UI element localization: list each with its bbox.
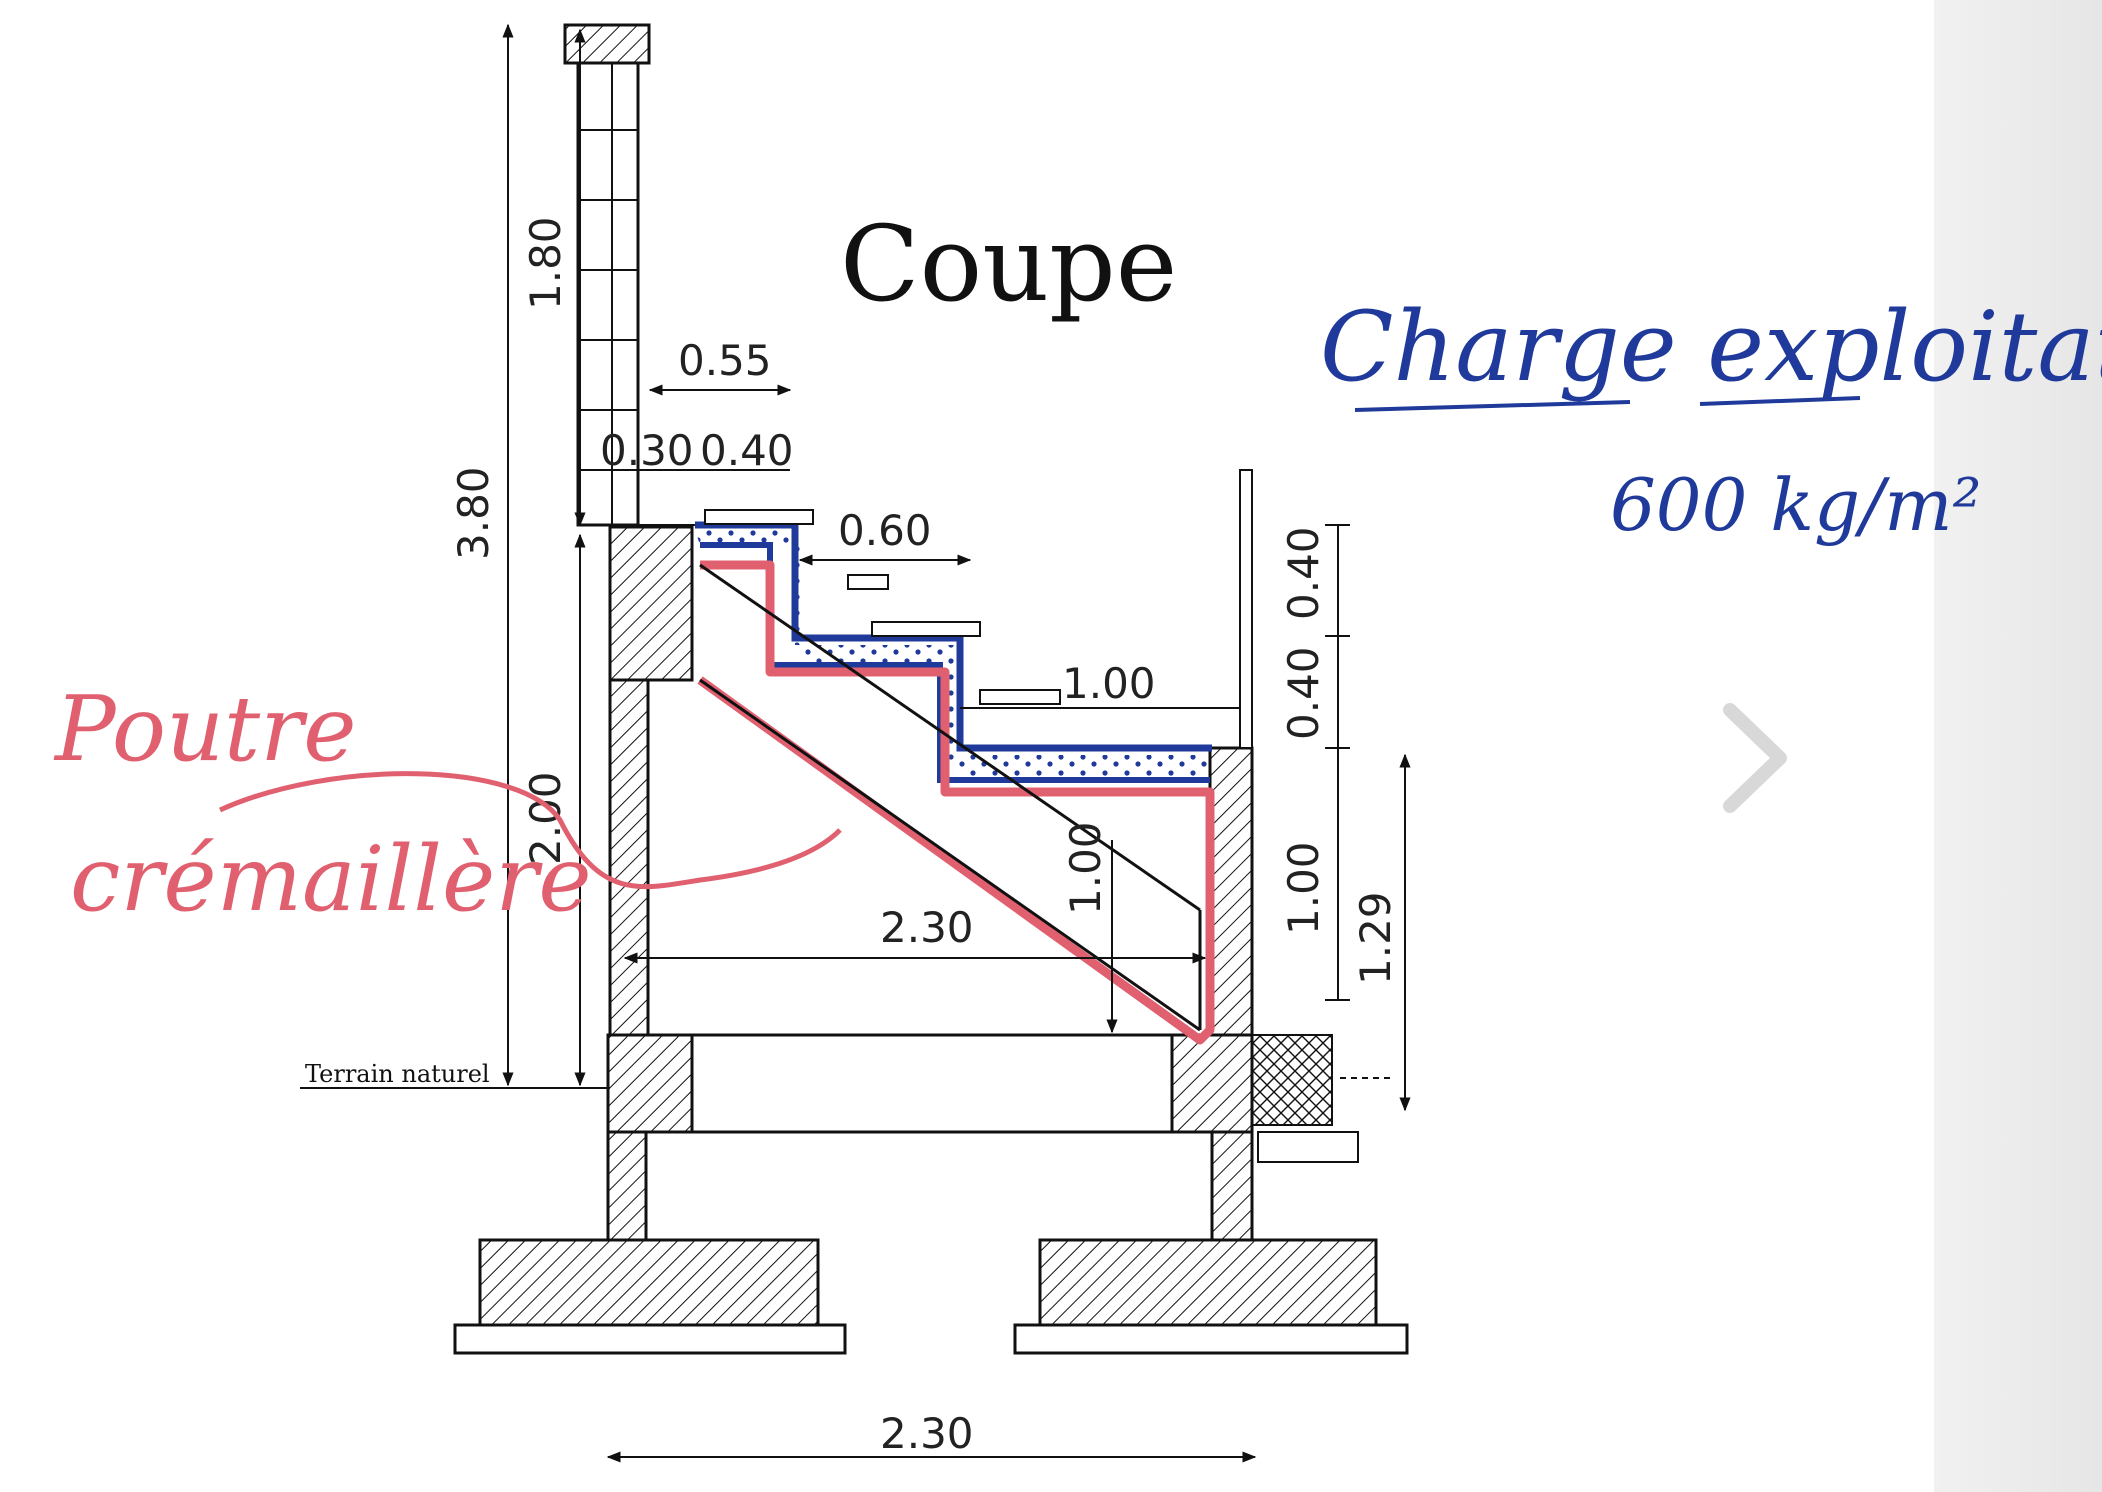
dim-055: 0.55	[648, 336, 792, 396]
drawing-title: Coupe	[840, 203, 1177, 325]
dim-060: 0.60	[798, 506, 972, 566]
dim-parapet: 1.80	[521, 28, 586, 527]
dim-230-bottom: 2.30	[606, 1409, 1257, 1463]
svg-text:0.60: 0.60	[838, 506, 932, 555]
svg-text:2.00: 2.00	[521, 771, 570, 865]
dim-lower: 2.00	[521, 533, 586, 1087]
svg-text:0.40: 0.40	[700, 426, 794, 475]
svg-text:1.80: 1.80	[521, 216, 570, 310]
dim-total-height: 3.80	[449, 23, 514, 1087]
parapet-wall	[563, 23, 700, 527]
left-column	[453, 525, 847, 1355]
svg-text:0.40: 0.40	[1279, 526, 1328, 620]
svg-text:1.00: 1.00	[1279, 841, 1328, 935]
svg-text:0.30: 0.30	[600, 426, 694, 475]
dim-030-040: 0.30 0.40	[600, 426, 794, 475]
dim-230-inner: 2.30	[623, 903, 1207, 964]
stair-blue-inner	[700, 542, 1210, 783]
dim-100-top: 1.00	[960, 659, 1240, 709]
svg-text:1.00: 1.00	[1061, 821, 1110, 915]
inclined-slab	[699, 563, 1202, 1032]
ground-level: Terrain naturel	[300, 1060, 610, 1089]
stair-concrete	[695, 530, 1210, 785]
svg-text:0.55: 0.55	[678, 336, 772, 385]
live-load-annotation: Charge exploitation 600 kg/m²	[1320, 291, 2102, 547]
svg-text:600 kg/m²: 600 kg/m²	[1610, 463, 1981, 547]
svg-text:3.80: 3.80	[449, 466, 498, 560]
svg-text:0.40: 0.40	[1279, 646, 1328, 740]
dim-right-stack: 0.40 0.40 1.00	[1279, 524, 1350, 1001]
ground-beam	[690, 1033, 1174, 1134]
stringer-red	[697, 560, 1215, 1045]
svg-text:2.30: 2.30	[880, 903, 974, 952]
chevron-right-icon[interactable]	[1723, 703, 1787, 813]
side-panel	[1934, 0, 2102, 1492]
dim-129: 1.29	[1340, 753, 1411, 1112]
svg-text:2.30: 2.30	[880, 1409, 974, 1458]
svg-text:Poutre: Poutre	[53, 677, 357, 782]
svg-text:Charge exploitation: Charge exploitation	[1320, 291, 2102, 403]
svg-text:crémaillère: crémaillère	[70, 827, 592, 932]
svg-text:Terrain naturel: Terrain naturel	[305, 1060, 490, 1088]
step-nosings	[704, 509, 1061, 705]
dim-100-vert: 1.00	[1061, 821, 1118, 1034]
svg-text:1.00: 1.00	[1062, 659, 1156, 708]
stringer-annotation: Poutre crémaillère	[53, 677, 842, 932]
svg-text:1.29: 1.29	[1351, 891, 1400, 985]
